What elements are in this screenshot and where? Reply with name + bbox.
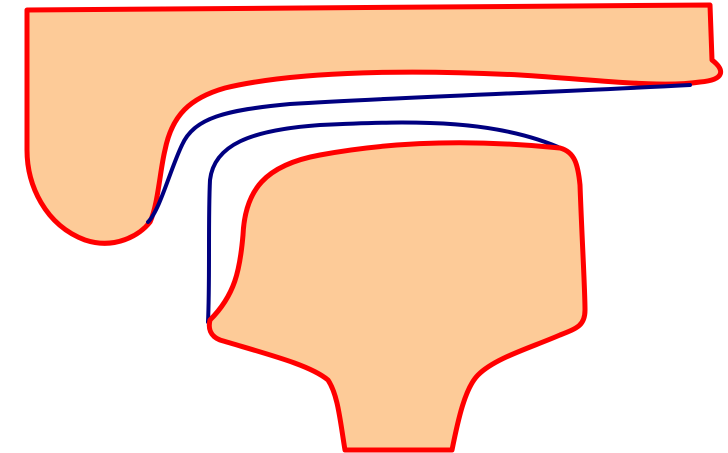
lower-profile-shape xyxy=(209,143,585,450)
